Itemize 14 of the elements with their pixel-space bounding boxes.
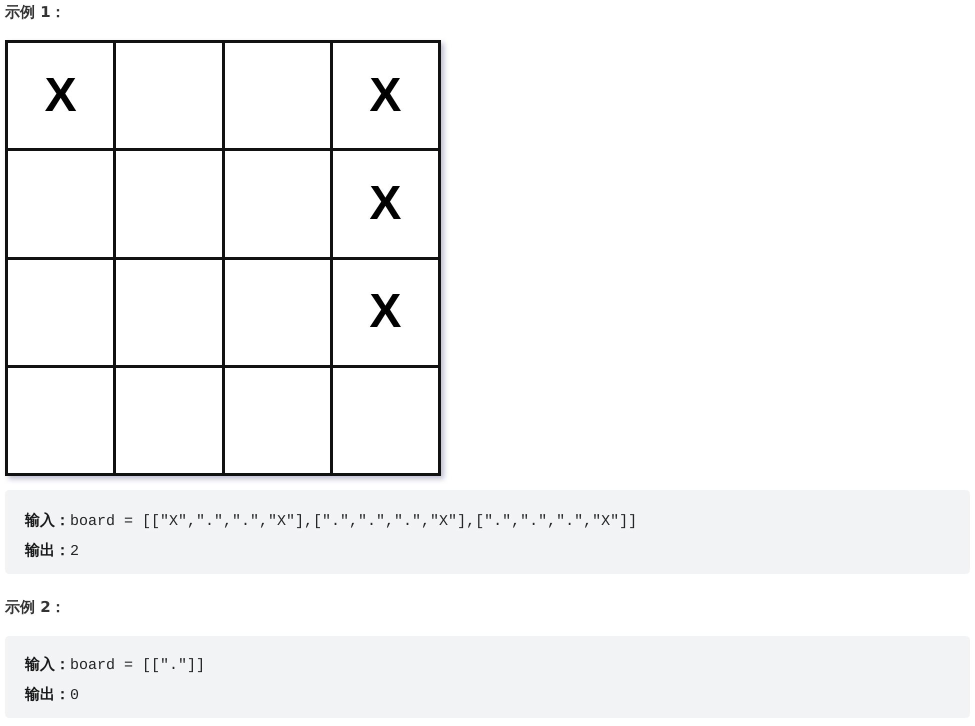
example-heading: 示例 2： bbox=[5, 597, 66, 617]
cell-letter: X bbox=[369, 72, 402, 120]
board-cell bbox=[332, 43, 441, 152]
cell-letter: X bbox=[44, 72, 77, 120]
output-line: 输出：2 bbox=[25, 540, 80, 562]
board-cell bbox=[332, 151, 441, 260]
input-line: 输入：board = [["X",".",".","X"],[".",".",".","X"],[".",".",".","X"]] bbox=[25, 510, 638, 532]
cell-letter: X bbox=[369, 180, 402, 228]
board-cell bbox=[8, 43, 116, 152]
output-line: 输出：0 bbox=[25, 684, 80, 706]
cell-letter: X bbox=[369, 288, 402, 336]
example-heading: 示例 1： bbox=[5, 2, 66, 22]
input-line: 输入：board = [["."]] bbox=[25, 654, 206, 676]
board-cell bbox=[332, 260, 441, 368]
